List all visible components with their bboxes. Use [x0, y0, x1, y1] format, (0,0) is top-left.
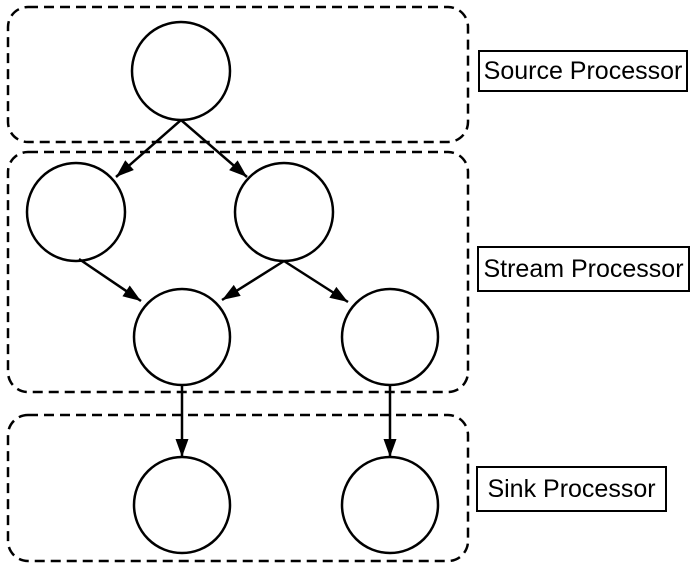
sink-processor-label-text: Sink Processor	[487, 474, 656, 503]
edge-arrow-source-to-stream2	[180, 119, 248, 178]
node-circle-stream-node-3	[132, 287, 232, 387]
source-processor-label: Source Processor	[478, 50, 688, 92]
group-box-sink-processor	[6, 413, 470, 563]
edge-arrow-stream2-to-stream4	[283, 259, 349, 304]
edge-arrow-source-to-stream1	[115, 119, 182, 178]
stream-processor-label-text: Stream Processor	[483, 254, 684, 283]
node-circle-stream-node-2	[233, 161, 335, 263]
node-circle-sink-node-1	[132, 455, 232, 555]
node-circle-stream-node-4	[340, 287, 440, 387]
node-circle-sink-node-2	[340, 455, 440, 555]
node-circle-stream-node-1	[25, 161, 127, 263]
group-box-source-processor	[6, 5, 470, 144]
source-processor-label-text: Source Processor	[483, 56, 683, 85]
group-box-stream-processor	[6, 150, 470, 394]
edge-arrow-stream1-to-stream3	[78, 257, 142, 303]
stream-processor-label: Stream Processor	[477, 246, 690, 292]
sink-processor-label: Sink Processor	[476, 466, 667, 512]
node-circle-source-node	[130, 20, 232, 122]
edge-arrow-stream2-to-stream3	[221, 259, 285, 302]
